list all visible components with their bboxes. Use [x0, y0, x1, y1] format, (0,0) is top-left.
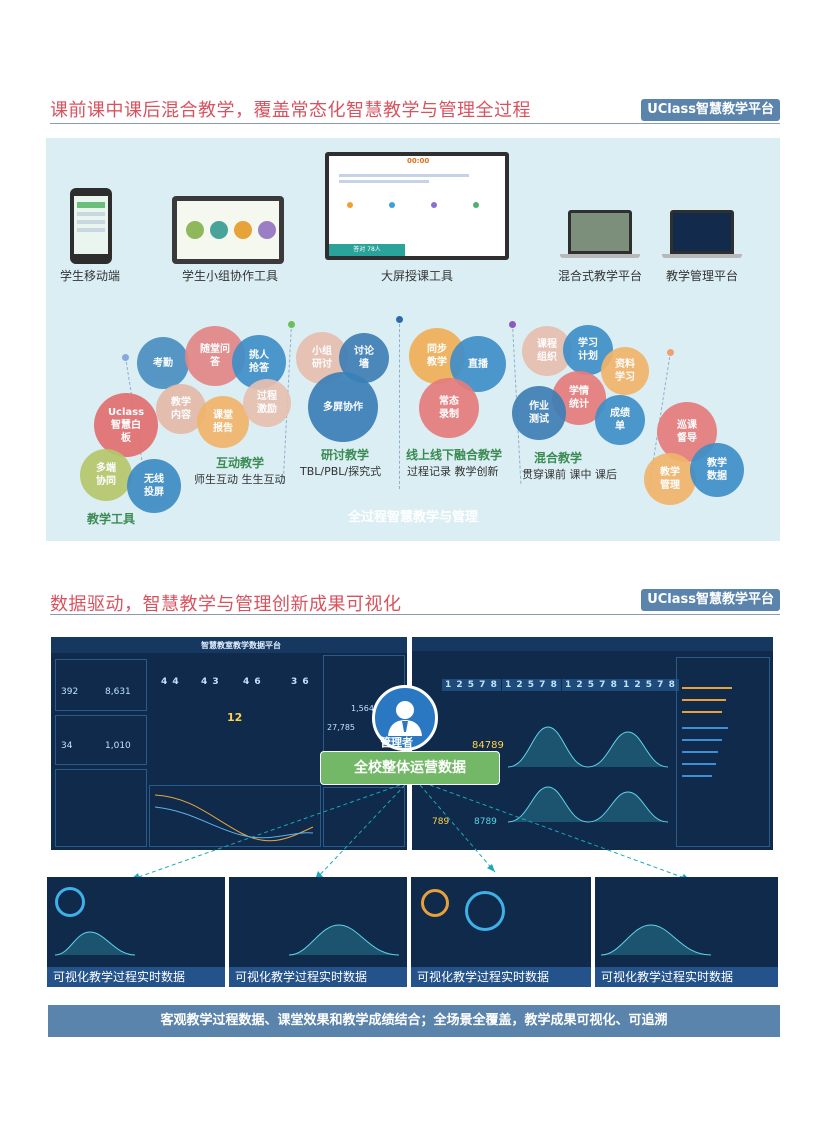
thumbnail-label: 可视化教学过程实时数据 — [595, 967, 778, 987]
device-label-group-tool: 学生小组协作工具 — [181, 269, 279, 283]
bubble-homework-test: 作业测试 — [512, 386, 566, 440]
dashboard-value: 8,631 — [105, 687, 131, 697]
bubble-incentive: 过程激励 — [243, 379, 291, 427]
section1-title: 课前课中课后混合教学，覆盖常态化智慧教学与管理全过程 — [50, 100, 531, 121]
dashboard-left-title: 智慧教室教学数据平台 — [201, 641, 281, 650]
dashboard-digits: 4 3 — [201, 677, 220, 687]
group-title-seminar: 研讨教学 — [321, 448, 370, 462]
section2-divider — [50, 614, 780, 615]
laptop-management-image — [670, 210, 734, 254]
big-screen-status: 答对 78人 — [329, 244, 405, 256]
mobile-screen — [74, 196, 108, 254]
dashboard-value: 1,010 — [105, 741, 131, 751]
bubble-attendance: 考勤 — [137, 337, 189, 389]
dashboard-digits: 3 6 — [291, 677, 310, 687]
thumbnail-dashboard: 可视化教学过程实时数据 — [229, 877, 407, 987]
dashboard-right-stat: 789 — [432, 817, 450, 827]
dashboard-right-counter: 1 2 5 7 8 — [620, 679, 679, 691]
teaching-overview-panel: 学生移动端 学生小组协作工具 00:00 答对 78人 大屏授课工具 混合式教学… — [46, 138, 780, 541]
bubble-class-report: 课堂报告 — [197, 396, 249, 448]
dashboard-left-line-chart — [154, 794, 314, 842]
device-label-management-platform: 教学管理平台 — [665, 269, 739, 283]
big-screen-timer: 00:00 — [407, 157, 430, 165]
laptop-blended-image — [568, 210, 632, 254]
group-title-online-offline: 线上线下融合教学 — [406, 448, 503, 462]
mobile-device-image — [70, 188, 112, 264]
dashboard-right-counter: 1 2 5 7 8 — [442, 679, 501, 691]
bubble-smart-whiteboard: Uclass智慧白板 — [94, 393, 158, 457]
group-sub-interactive: 师生互动 生生互动 — [194, 473, 286, 486]
bubble-scores: 成绩单 — [595, 395, 645, 445]
guide-dot — [288, 321, 295, 328]
group-title-blended: 混合教学 — [534, 451, 583, 465]
bubble-routine-recording: 常态录制 — [419, 378, 479, 438]
bubble-multi-screen: 多屏协作 — [308, 372, 378, 442]
section1-divider — [50, 123, 780, 124]
dashboard-value: 1,564 — [351, 704, 374, 713]
group-sub-seminar: TBL/PBL/探究式 — [300, 465, 382, 478]
guide-dot — [396, 316, 403, 323]
school-dashboard-left: 智慧教室教学数据平台 392 8,631 34 1,010 4 4 4 3 4 … — [51, 637, 407, 850]
manager-avatar — [372, 685, 438, 751]
foundation-hill-text: 全过程智慧教学与管理 — [347, 510, 478, 525]
thumbnail-label: 可视化教学过程实时数据 — [411, 967, 591, 987]
section1-brand-badge: UClass智慧教学平台 — [641, 99, 780, 121]
big-screen-image: 00:00 答对 78人 — [325, 152, 509, 260]
group-title-tools: 教学工具 — [87, 512, 136, 526]
thumbnail-dashboard: 可视化教学过程实时数据 — [47, 877, 225, 987]
manager-label: 管理者 — [380, 736, 413, 749]
section2-brand-badge: UClass智慧教学平台 — [641, 589, 780, 611]
section2-title: 数据驱动，智慧教学与管理创新成果可视化 — [50, 594, 402, 615]
bubble-material: 资料学习 — [601, 347, 649, 395]
thumbnail-dashboard: 可视化教学过程实时数据 — [595, 877, 778, 987]
group-sub-blended: 贯穿课前 课中 课后 — [522, 468, 617, 481]
dashboard-right-stat: 84789 — [472, 740, 504, 751]
dashboard-right-counter: 1 2 5 7 8 — [502, 679, 561, 691]
summary-banner: 客观教学过程数据、课堂效果和教学成绩结合；全场景全覆盖，教学成果可视化、可追溯 — [48, 1005, 780, 1037]
dashboard-digits: 4 6 — [243, 677, 262, 687]
manager-icon — [388, 701, 422, 736]
group-title-interactive: 互动教学 — [216, 456, 265, 470]
dashboard-value: 27,785 — [327, 723, 355, 732]
device-label-big-screen: 大屏授课工具 — [380, 269, 454, 283]
bubble-study-plan: 学习计划 — [563, 325, 613, 375]
dashboard-right-stat: 8789 — [474, 817, 497, 827]
school-operation-data-box: 全校整体运营数据 — [320, 751, 500, 785]
guide-dot — [509, 321, 516, 328]
device-label-mobile: 学生移动端 — [59, 269, 121, 283]
thumbnail-dashboard: 可视化教学过程实时数据 — [411, 877, 591, 987]
thumbnail-label: 可视化教学过程实时数据 — [229, 967, 407, 987]
dashboard-center-value: 12 — [227, 711, 243, 724]
dashboard-right-counter: 1 2 5 7 8 — [562, 679, 621, 691]
bubble-wireless-projection: 无线投屏 — [127, 459, 181, 513]
guide-line — [399, 319, 400, 489]
group-tablet-image — [172, 196, 284, 264]
school-dashboard-right: 1 2 5 7 8 1 2 5 7 8 1 2 5 7 8 1 2 5 7 8 … — [412, 637, 773, 850]
thumbnail-label: 可视化教学过程实时数据 — [47, 967, 225, 987]
device-label-blended-platform: 混合式教学平台 — [557, 269, 643, 283]
bubble-teaching-data: 教学数据 — [690, 443, 744, 497]
tablet-screen — [177, 201, 279, 259]
dashboard-digits: 4 4 — [161, 677, 180, 687]
big-screen-display: 00:00 答对 78人 — [329, 156, 505, 256]
bubble-teaching-management: 教学管理 — [644, 453, 696, 505]
group-sub-online-offline: 过程记录 教学创新 — [407, 465, 499, 478]
guide-dot — [667, 349, 674, 356]
dashboard-value: 34 — [61, 741, 73, 751]
guide-dot — [122, 354, 129, 361]
dashboard-value: 392 — [61, 687, 79, 697]
dashboard-right-wave-charts — [508, 726, 668, 823]
bubble-multi-device: 多端协同 — [80, 449, 132, 501]
